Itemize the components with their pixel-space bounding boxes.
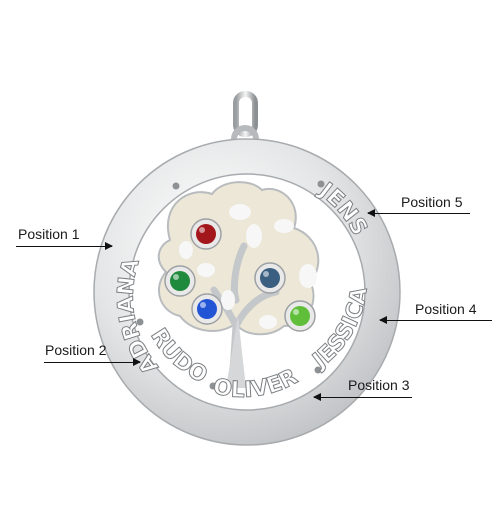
- callout-position-1: Position 1: [18, 226, 80, 242]
- stone-5: [284, 300, 316, 332]
- callout-position-4: Position 4: [415, 301, 477, 317]
- callout-position-2: Position 2: [45, 342, 107, 358]
- callout-position-3: Position 3: [348, 377, 410, 393]
- stone-2: [164, 265, 196, 297]
- stone-4: [254, 262, 286, 294]
- callout-arrow-5: [367, 209, 470, 217]
- callout-arrow-3: [313, 393, 412, 401]
- callout-arrow-2: [44, 358, 141, 366]
- callout-position-5: Position 5: [401, 194, 463, 210]
- stone-3: [191, 293, 223, 325]
- callout-arrow-1: [16, 242, 113, 250]
- stone-1: [190, 218, 222, 250]
- callout-arrow-4: [379, 316, 492, 324]
- ring-separator-dots: [136, 180, 325, 390]
